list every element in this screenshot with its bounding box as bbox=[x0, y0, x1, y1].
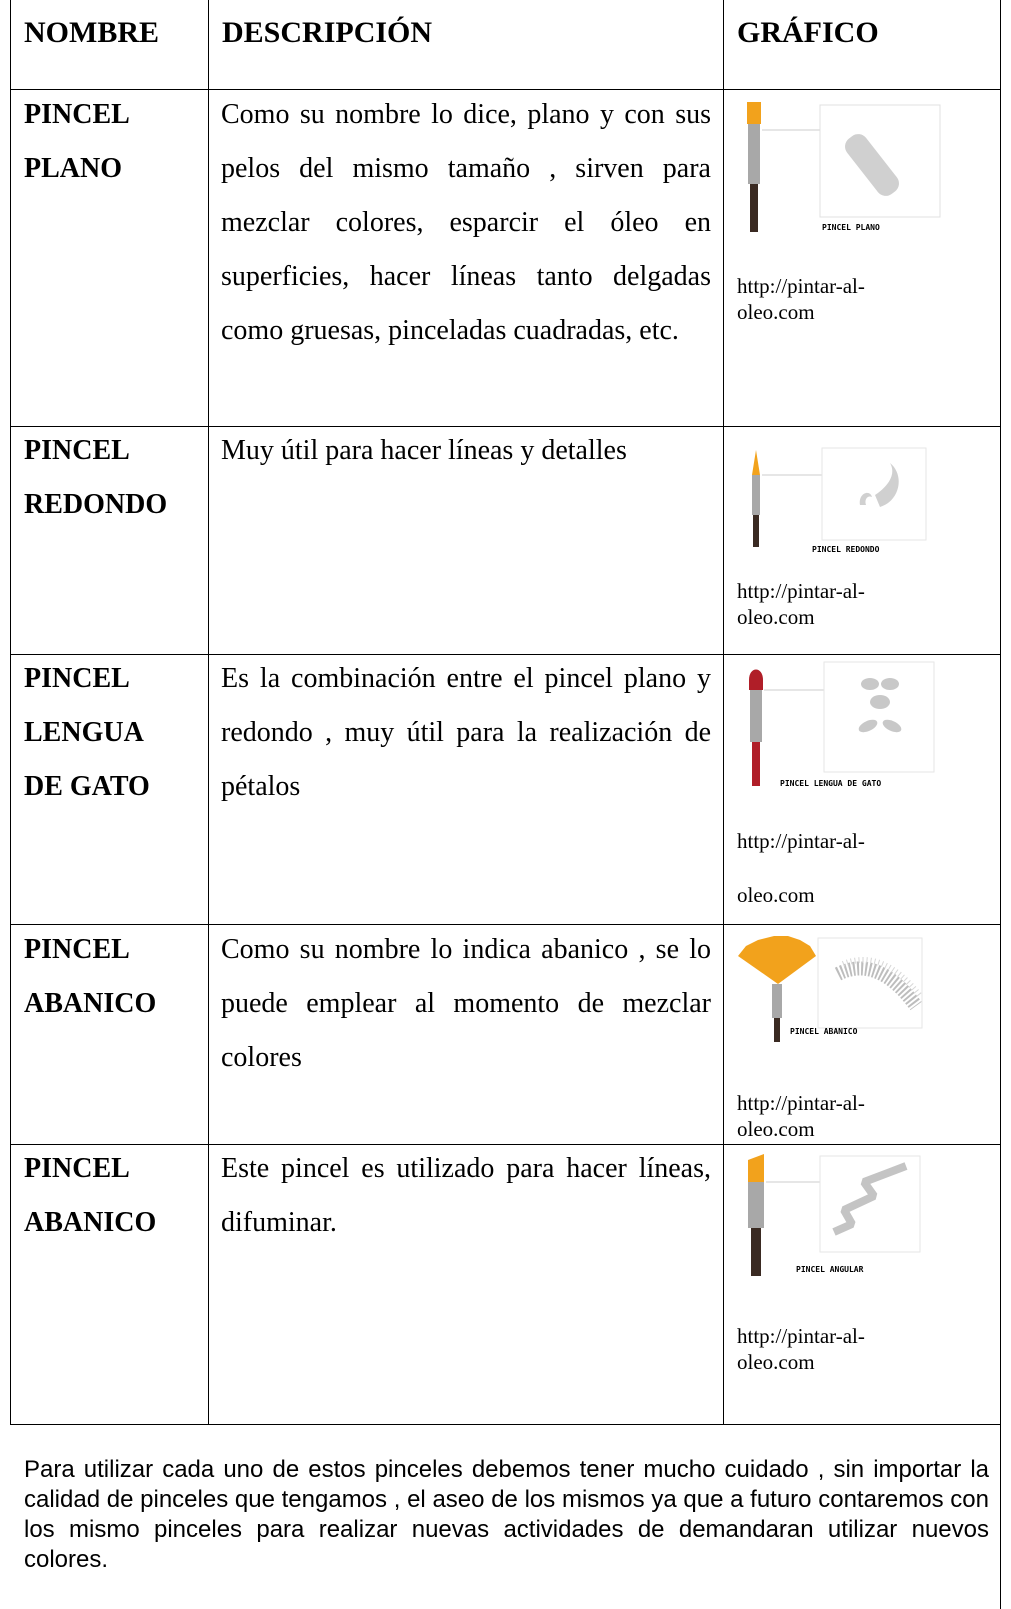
row3-name-line1: PINCEL bbox=[24, 663, 130, 694]
table-divider-1 bbox=[208, 0, 209, 1424]
row1-url: http://pintar-al- oleo.com bbox=[737, 273, 865, 325]
row1-url-line2: oleo.com bbox=[737, 300, 815, 324]
row4-name: PINCEL ABANICO bbox=[24, 923, 204, 1031]
row3-url-line2: oleo.com bbox=[737, 883, 815, 907]
table-divider-2 bbox=[723, 0, 724, 1424]
row-border-6 bbox=[10, 1424, 1001, 1425]
row5-name-line2: ABANICO bbox=[24, 1207, 157, 1238]
row5-url-line2: oleo.com bbox=[737, 1350, 815, 1374]
footer-note: Para utilizar cada uno de estos pinceles… bbox=[24, 1456, 989, 1573]
row4-url-line2: oleo.com bbox=[737, 1117, 815, 1141]
row1-image-caption: PINCEL PLANO bbox=[822, 223, 880, 232]
round-brush-icon: PINCEL REDONDO bbox=[740, 445, 930, 560]
header-description: DESCRIPCIÓN bbox=[222, 16, 433, 49]
row-border-4 bbox=[10, 924, 1001, 925]
row2-url-line2: oleo.com bbox=[737, 605, 815, 629]
row1-name: PINCEL PLANO bbox=[24, 88, 204, 196]
row3-name-line3: DE GATO bbox=[24, 771, 150, 802]
row5-url: http://pintar-al- oleo.com bbox=[737, 1323, 865, 1375]
row4-url: http://pintar-al- oleo.com bbox=[737, 1090, 865, 1142]
table-border-right bbox=[1000, 0, 1001, 1609]
row2-description: Muy útil para hacer líneas y detalles bbox=[221, 435, 627, 466]
header-name: NOMBRE bbox=[24, 16, 159, 49]
row2-url: http://pintar-al- oleo.com bbox=[737, 578, 865, 630]
row5-url-line1: http://pintar-al- bbox=[737, 1324, 865, 1348]
row1-name-line1: PINCEL bbox=[24, 99, 130, 130]
row5-name: PINCEL ABANICO bbox=[24, 1142, 204, 1250]
row-border-1 bbox=[10, 89, 1001, 90]
row3-url-line1: http://pintar-al- bbox=[737, 829, 865, 853]
row2-name-line1: PINCEL bbox=[24, 435, 130, 466]
row3-description: Es la combinación entre el pincel plano … bbox=[221, 663, 711, 802]
row4-name-line2: ABANICO bbox=[24, 988, 157, 1019]
row1-description: Como su nombre lo dice, plano y con sus … bbox=[221, 99, 711, 346]
row4-image-caption: PINCEL ABANICO bbox=[790, 1027, 858, 1036]
table-border-left bbox=[10, 0, 11, 1424]
row5-description: Este pincel es utilizado para hacer líne… bbox=[221, 1153, 711, 1238]
row2-url-line1: http://pintar-al- bbox=[737, 579, 865, 603]
row-border-3 bbox=[10, 654, 1001, 655]
row3-name: PINCEL LENGUA DE GATO bbox=[24, 652, 204, 814]
row4-name-line1: PINCEL bbox=[24, 934, 130, 965]
cat-tongue-brush-icon: PINCEL LENGUA DE GATO bbox=[740, 660, 940, 790]
row3-url: http://pintar-al- oleo.com bbox=[737, 814, 865, 922]
flat-brush-icon: PINCEL PLANO bbox=[740, 100, 945, 235]
row-border-5 bbox=[10, 1144, 1001, 1145]
row3-name-line2: LENGUA bbox=[24, 717, 144, 748]
row1-url-line1: http://pintar-al- bbox=[737, 274, 865, 298]
fan-brush-icon: PINCEL ABANICO bbox=[738, 934, 938, 1044]
row-border-2 bbox=[10, 426, 1001, 427]
row2-image-caption: PINCEL REDONDO bbox=[812, 545, 880, 554]
row2-name-line2: REDONDO bbox=[24, 489, 168, 520]
header-graphic: GRÁFICO bbox=[737, 16, 879, 49]
row4-description: Como su nombre lo indica abanico , se lo… bbox=[221, 934, 711, 1073]
row3-image-caption: PINCEL LENGUA DE GATO bbox=[780, 779, 881, 788]
row5-image-caption: PINCEL ANGULAR bbox=[796, 1265, 864, 1274]
row5-name-line1: PINCEL bbox=[24, 1153, 130, 1184]
row2-name: PINCEL REDONDO bbox=[24, 424, 204, 532]
row4-url-line1: http://pintar-al- bbox=[737, 1091, 865, 1115]
row1-name-line2: PLANO bbox=[24, 153, 122, 184]
angular-brush-icon: PINCEL ANGULAR bbox=[740, 1152, 930, 1282]
